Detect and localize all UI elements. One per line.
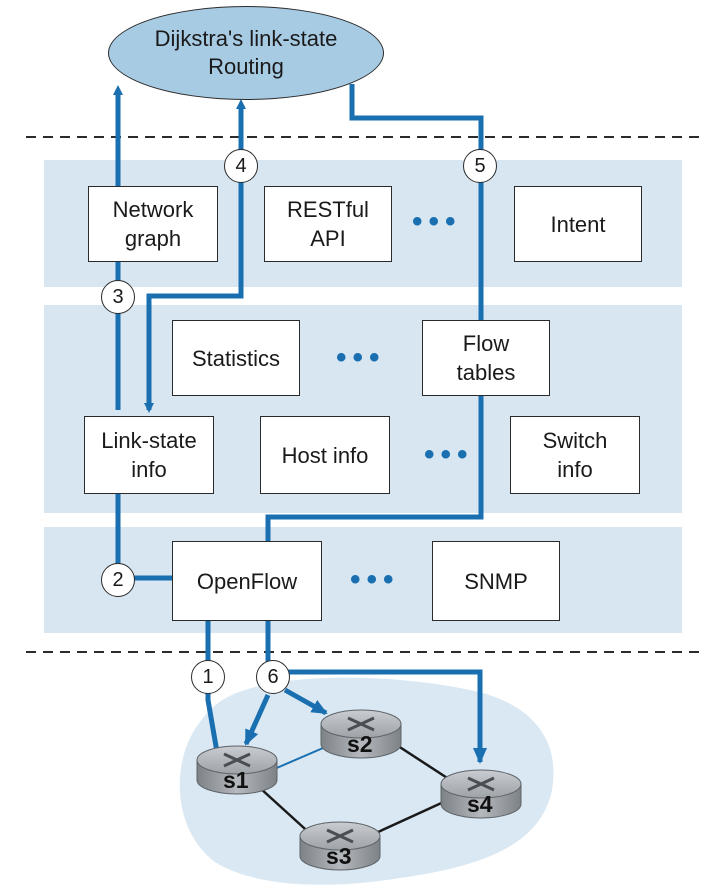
switch-info-label: Switch info [542,428,608,482]
flow-path-5 [349,84,484,320]
switch-s3-label: s3 [326,843,352,869]
restful-api-label: RESTful API [287,197,369,251]
core-bottom-ellipsis: ••• [424,438,474,471]
step-1-label: 1 [202,665,214,688]
core-top-ellipsis: ••• [336,341,386,374]
step-2-marker: 2 [101,563,135,597]
switch-s1-label: s1 [223,767,249,793]
restful-api-box: RESTful API [264,186,392,262]
flow-tables-label: Flow tables [456,331,516,385]
snmp-label: SNMP [464,568,528,594]
link-s1-s2 [271,744,331,771]
northbound-ellipsis: ••• [412,205,462,238]
intent-label: Intent [550,211,606,237]
snmp-box: SNMP [432,541,560,621]
link-state-info-label: Link-state info [101,428,197,482]
dijkstra-routing-label: Dijkstra's link-state Routing [154,26,338,79]
switch-info-box: Switch info [510,416,640,494]
statistics-box: Statistics [172,320,300,396]
step-6-marker: 6 [256,660,290,694]
flow-path-6-to-s2 [283,687,328,716]
flow-path-1 [205,621,220,753]
switch-s4: s4 [440,769,522,819]
host-info-box: Host info [260,416,390,494]
network-graph-label: Network graph [112,197,194,251]
switch-s1: s1 [196,745,278,795]
network-graph-box: Network graph [88,186,218,262]
flow-tables-box: Flow tables [422,320,550,396]
switch-s3: s3 [299,821,381,871]
intent-box: Intent [514,186,642,262]
step-5-marker: 5 [463,149,497,183]
step-5-label: 5 [474,154,486,177]
switch-s2: s2 [320,709,402,759]
step-6-label: 6 [267,665,279,688]
flow-path-5-down [265,396,484,541]
step-2-label: 2 [112,568,124,591]
flow-path-6-to-s4 [285,669,487,764]
statistics-label: Statistics [191,345,281,371]
step-3-label: 3 [112,285,124,308]
network-cloud [179,677,554,885]
openflow-box: OpenFlow [172,541,322,621]
switch-s4-label: s4 [467,791,493,817]
southbound-ellipsis: ••• [350,563,400,596]
switch-s2-label: s2 [347,731,373,757]
dijkstra-routing-app: Dijkstra's link-state Routing [108,6,384,100]
step-4-label: 4 [235,154,247,177]
link-s3-s4 [364,798,449,840]
step-1-marker: 1 [191,660,225,694]
step-4-marker: 4 [224,149,258,183]
step-3-marker: 3 [101,280,135,314]
flow-path-6-to-s1 [243,693,271,746]
host-info-label: Host info [281,442,369,468]
openflow-label: OpenFlow [196,568,298,594]
link-state-info-box: Link-state info [84,416,214,494]
